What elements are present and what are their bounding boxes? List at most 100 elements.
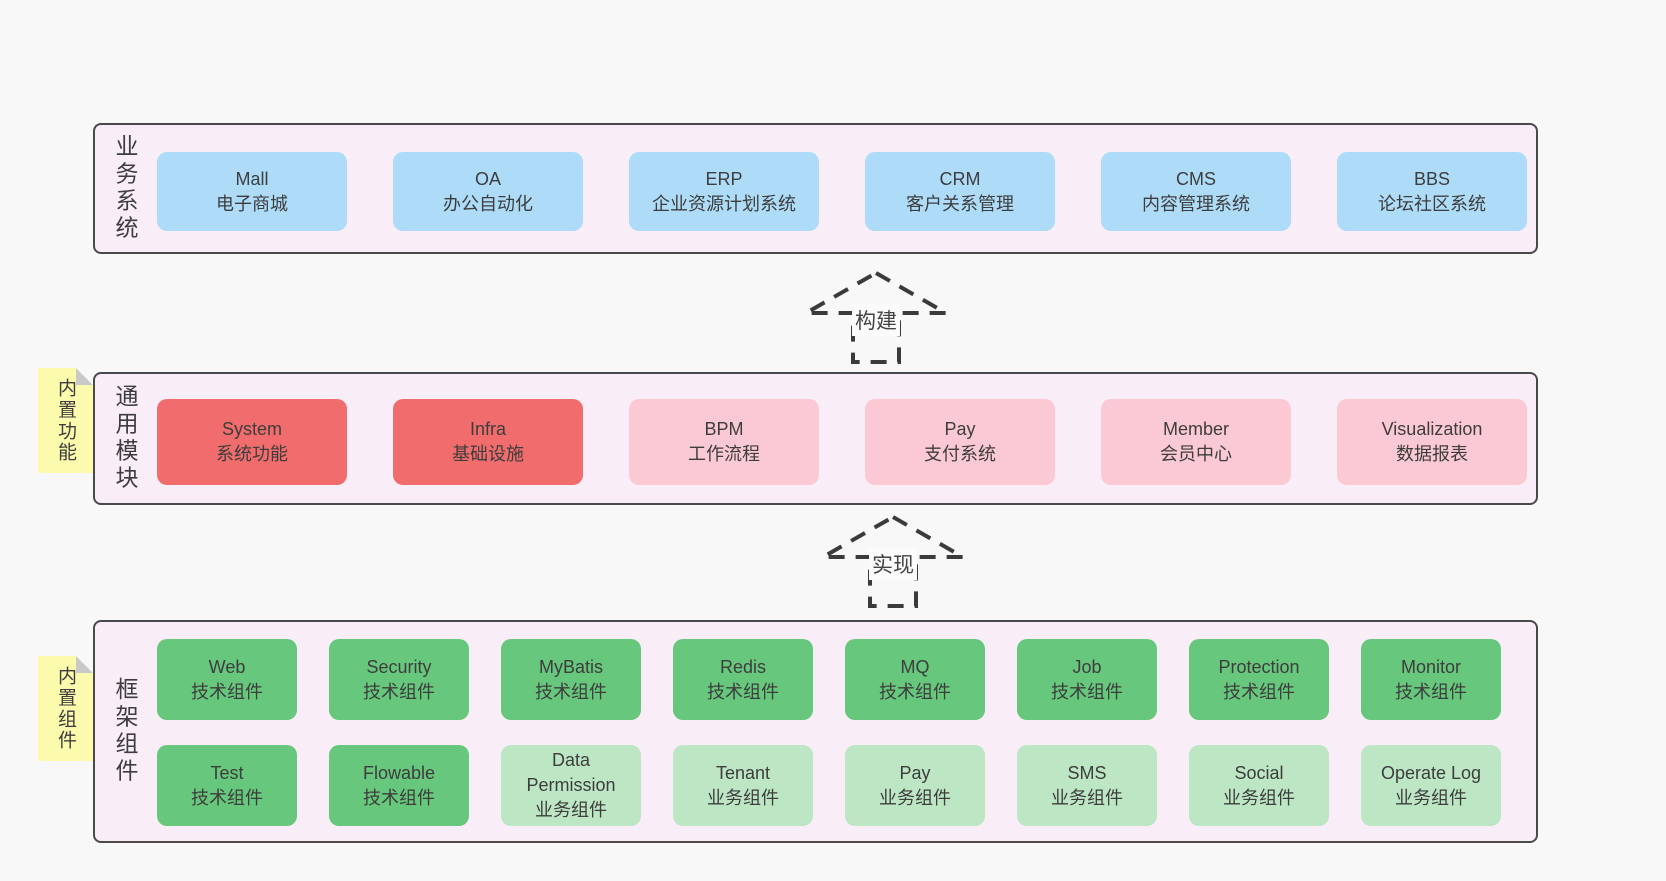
box-subtitle: 技术组件 [1395,681,1467,702]
panel-modules-label: 通用模块 [108,374,142,503]
sticky-note-builtin-features: 内置功能 [38,368,93,473]
implement-arrow: 实现 [817,512,969,612]
panel-business-label-text: 业务系统 [112,134,138,243]
box-protection: Protection 技术组件 [1189,639,1329,720]
box-title: Redis [719,656,767,677]
box-social: Social 业务组件 [1189,745,1329,826]
box-subtitle: 业务组件 [1051,787,1123,808]
box-title: Social [1234,762,1284,783]
box-title: MyBatis [538,656,603,677]
box-subtitle: 工作流程 [688,444,760,464]
box-title: Web [208,656,246,677]
box-subtitle: 技术组件 [707,681,779,702]
box-visualization: Visualization 数据报表 [1337,399,1527,485]
box-title: OA [474,168,501,189]
box-subtitle: 会员中心 [1160,444,1232,464]
box-monitor: Monitor 技术组件 [1361,639,1501,720]
implement-arrow-label: 实现 [869,548,917,580]
panel-framework-label-text: 框架组件 [112,677,138,786]
box-title: Job [1072,656,1102,677]
box-title: ERP [705,168,743,189]
box-title: Protection [1218,656,1300,677]
box-title: Member [1162,419,1229,439]
box-title: CRM [939,168,981,189]
box-title: Data Permission [526,750,616,795]
box-subtitle: 电子商城 [216,193,288,214]
box-title: CMS [1176,168,1216,189]
box-title: Tenant [715,762,771,783]
panel-business-label: 业务系统 [108,125,142,252]
box-subtitle: 论坛社区系统 [1378,193,1486,214]
box-subtitle: 技术组件 [191,681,263,702]
box-title: Flowable [362,762,436,783]
box-subtitle: 客户关系管理 [906,193,1014,214]
note-fold-icon [76,656,93,673]
box-pay: Pay 业务组件 [845,745,985,826]
sticky-note-builtin-components-text: 内置组件 [55,665,76,752]
box-bbs: BBS 论坛社区系统 [1337,152,1527,231]
dashed-up-arrow-icon [800,270,952,364]
box-title: Pay [899,762,931,783]
box-test: Test 技术组件 [157,745,297,826]
box-subtitle: 技术组件 [363,681,435,702]
dashed-up-arrow-icon [817,514,969,608]
box-redis: Redis 技术组件 [673,639,813,720]
box-subtitle: 业务组件 [1223,787,1295,808]
box-flowable: Flowable 技术组件 [329,745,469,826]
box-subtitle: 技术组件 [1051,681,1123,702]
box-pay: Pay 支付系统 [865,399,1055,485]
box-subtitle: 企业资源计划系统 [652,193,796,214]
box-job: Job 技术组件 [1017,639,1157,720]
note-fold-icon [76,368,93,385]
box-subtitle: 技术组件 [879,681,951,702]
box-subtitle: 支付系统 [924,444,996,464]
box-subtitle: 技术组件 [363,787,435,808]
box-subtitle: 技术组件 [535,681,607,702]
box-sms: SMS 业务组件 [1017,745,1157,826]
box-cms: CMS 内容管理系统 [1101,152,1291,231]
build-arrow: 构建 [800,268,952,368]
box-title: Visualization [1381,419,1483,439]
sticky-note-builtin-features-text: 内置功能 [55,377,76,464]
box-title: System [221,419,282,439]
box-title: Test [210,762,244,783]
box-crm: CRM 客户关系管理 [865,152,1055,231]
box-web: Web 技术组件 [157,639,297,720]
box-title: Mall [235,168,269,189]
box-title: Infra [469,419,507,439]
box-subtitle: 数据报表 [1396,444,1468,464]
box-title: Monitor [1400,656,1462,677]
box-subtitle: 技术组件 [1223,681,1295,702]
box-title: MQ [900,656,930,677]
box-title: SMS [1067,762,1107,783]
box-member: Member 会员中心 [1101,399,1291,485]
box-mall: Mall 电子商城 [157,152,347,231]
panel-modules-label-text: 通用模块 [112,384,138,493]
box-subtitle: 业务组件 [707,787,779,808]
box-tenant: Tenant 业务组件 [673,745,813,826]
box-mq: MQ 技术组件 [845,639,985,720]
box-subtitle: 业务组件 [879,787,951,808]
box-subtitle: 业务组件 [1395,787,1467,808]
box-erp: ERP 企业资源计划系统 [629,152,819,231]
box-title: BBS [1413,168,1451,189]
box-bpm: BPM 工作流程 [629,399,819,485]
box-subtitle: 内容管理系统 [1142,193,1250,214]
box-title: Pay [944,419,976,439]
box-subtitle: 办公自动化 [443,193,533,214]
box-subtitle: 技术组件 [191,787,263,808]
box-mybatis: MyBatis 技术组件 [501,639,641,720]
sticky-note-builtin-components: 内置组件 [38,656,93,761]
panel-business-systems: 业务系统 Mall 电子商城 OA 办公自动化 ERP 企业资源计划系统 CRM 客户关系管理… [93,123,1538,254]
box-title: BPM [704,419,744,439]
